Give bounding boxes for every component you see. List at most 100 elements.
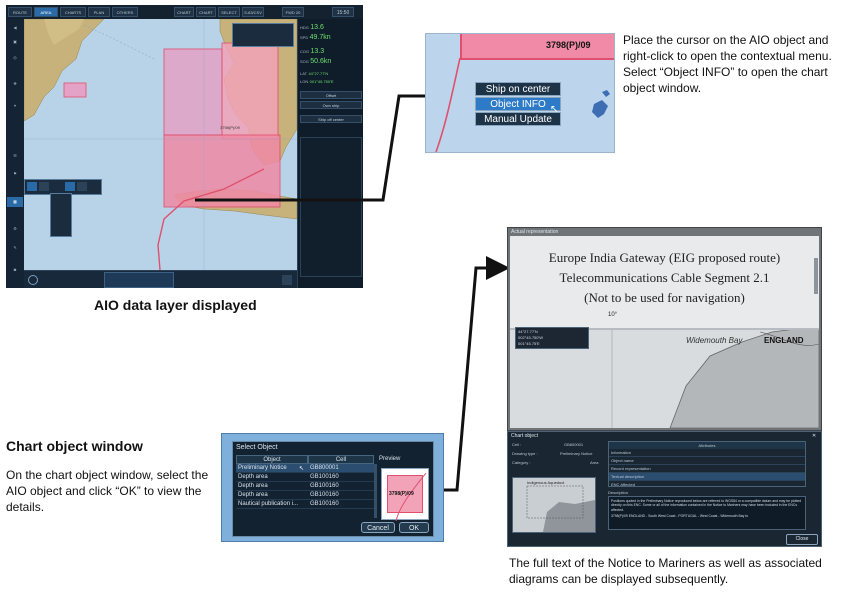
left-tool-1[interactable]: ◀	[13, 25, 17, 30]
row-object-1[interactable]: Depth area	[236, 473, 308, 482]
thumbnail-svg	[526, 485, 595, 532]
offset-button[interactable]: Offset	[300, 91, 362, 99]
left-tool-3[interactable]: ◎	[13, 55, 17, 60]
palette-btn-3[interactable]	[65, 182, 75, 191]
objwin-title: Chart object	[511, 433, 538, 439]
ecdis-right-panel: HDG 13.6 SPD 49.7kn COG 13.3 SOG 50.6kn …	[297, 19, 363, 288]
chart-label: 3798(P)/09	[220, 125, 240, 130]
coord-lon2: 001°45.75'E	[518, 341, 540, 346]
tab-area[interactable]: AREA	[34, 7, 58, 17]
left-tool-2[interactable]: ▣	[13, 39, 17, 44]
preview-chart-label: 3798(P)/09	[389, 491, 414, 497]
nav-lon: LON 001°45.750'E	[300, 79, 334, 84]
menu-object-info[interactable]: Object INFO	[475, 97, 561, 111]
trash-icon[interactable]	[282, 275, 292, 285]
preview-label: Preview	[379, 456, 401, 462]
s63-button[interactable]: S-63/CSV	[242, 7, 264, 17]
row-cell-1[interactable]: GB100160	[308, 473, 374, 482]
aio-area-purple[interactable]	[163, 48, 223, 136]
aio-caption: AIO data layer displayed	[94, 297, 257, 313]
attr-row-selected[interactable]: Textual description	[609, 473, 805, 481]
tab-others[interactable]: OTHERS	[112, 7, 138, 17]
attr-row[interactable]: Object name	[609, 457, 805, 465]
object-thumbnail: Indigenous Aqueduct	[512, 477, 596, 533]
tab-plan[interactable]: PLAN	[88, 7, 110, 17]
aio-area-small[interactable]	[63, 82, 87, 98]
palette-btn-2[interactable]	[39, 182, 49, 191]
tab-route[interactable]: ROUTE	[8, 7, 32, 17]
attributes-header: Attributes	[609, 442, 805, 449]
ecdis-chart-view[interactable]: 3798(P)/09	[24, 19, 297, 270]
left-tool-8[interactable]: ⚙	[13, 226, 17, 231]
palette-btn-4[interactable]	[77, 182, 87, 191]
left-tool-5[interactable]: ⌖	[13, 103, 17, 108]
notice-detail-window: Actual representation Europe India Gatew…	[507, 227, 822, 431]
description-paragraph-2: 3798(P)/09 ENGLAND - South West Coast - …	[611, 514, 749, 519]
menu-manual-update[interactable]: Manual Update	[475, 112, 561, 126]
nav-spd: SPD 49.7kn	[300, 34, 331, 41]
list-scrollbar[interactable]	[374, 464, 377, 518]
row-object-4[interactable]: Nautical publication i...	[236, 500, 308, 509]
notice-scrollbar[interactable]	[814, 258, 818, 294]
palette-btn-1[interactable]	[27, 182, 37, 191]
tab-charts[interactable]: CHARTS	[60, 7, 86, 17]
info-popup	[232, 23, 294, 47]
col-cell: Cell	[308, 455, 374, 464]
select-object-dialog-frame: Select Object Object Cell Preview Prelim…	[221, 433, 444, 542]
objwin-close-icon[interactable]: ✕	[812, 433, 817, 439]
zoom-chart-label: 3798(P)/09	[546, 40, 591, 50]
ecdis-bottom-bar	[24, 270, 297, 288]
objwin-drawing-value: Preliminary Notice	[560, 451, 593, 456]
menu-ship-on-center[interactable]: Ship on center	[475, 82, 561, 96]
objwin-drawing-label: Drawing type :	[512, 451, 538, 456]
row-object-0[interactable]: Preliminary Notice	[236, 464, 308, 473]
palette-column[interactable]	[50, 193, 72, 237]
left-tool-6[interactable]: ☰	[13, 153, 17, 158]
attributes-table: Attributes Information Object name Recor…	[608, 441, 806, 487]
layer-palette[interactable]	[24, 179, 102, 195]
ship-off-center-button[interactable]: Ship off center	[300, 115, 362, 123]
nav-cog: COG 13.3	[300, 48, 325, 55]
row-cell-0[interactable]: GB800001	[308, 464, 374, 473]
cancel-button[interactable]: Cancel	[361, 522, 395, 533]
country-label: ENGLAND	[764, 336, 804, 345]
left-tool-7[interactable]: ⚑	[13, 171, 17, 176]
nav-sog: SOG 50.6kn	[300, 58, 332, 65]
degree-label: 10°	[608, 312, 618, 318]
description-text: Positions quoted in the Preliminary Noti…	[608, 496, 806, 530]
row-cell-2[interactable]: GB100160	[308, 482, 374, 491]
left-tool-9[interactable]: ✎	[13, 245, 17, 250]
notice-line-3: (Not to be used for navigation)	[584, 290, 745, 305]
left-tool-active[interactable]: ▦	[7, 197, 23, 207]
camera-icon[interactable]: ◙	[13, 267, 17, 272]
ecdis-screen: ROUTE AREA CHARTS PLAN OTHERS CHART ONLY…	[6, 5, 363, 288]
preview-route-svg	[395, 472, 427, 521]
ecdis-chart-svg	[24, 19, 297, 270]
row-cell-3[interactable]: GB100160	[308, 491, 374, 500]
detail-header: Actual representation	[511, 229, 559, 235]
thumbnail-label: Indigenous Aqueduct	[527, 480, 565, 485]
attr-row[interactable]: Record representation	[609, 465, 805, 473]
cursor-icon: ↖	[299, 466, 305, 472]
description-label: Description	[608, 490, 629, 495]
col-object: Object	[236, 455, 308, 464]
aio-area-zoom[interactable]	[460, 34, 614, 60]
objwin-category-label: Category :	[512, 460, 531, 465]
clock: 15:50	[332, 7, 354, 17]
place-label: Widemouth Bay	[686, 336, 743, 345]
coordinate-box: 44°27.77'N 002°45.750'W 001°45.75'E	[515, 327, 589, 349]
row-object-2[interactable]: Depth area	[236, 482, 308, 491]
left-tool-4[interactable]: ✥	[13, 81, 17, 86]
row-object-3[interactable]: Depth area	[236, 491, 308, 500]
ok-button[interactable]: OK	[399, 522, 429, 533]
attr-row[interactable]: ENC Affected	[611, 482, 635, 487]
own-ship-button[interactable]: Own ship	[300, 101, 362, 109]
aio-area-east[interactable]	[221, 42, 279, 140]
alert-message[interactable]	[104, 272, 174, 288]
instruction-full-text: The full text of the Notice to Mariners …	[509, 556, 822, 586]
close-button[interactable]: Close	[786, 534, 818, 545]
attr-row[interactable]: Information	[609, 449, 805, 457]
row-cell-4[interactable]: GB100160	[308, 500, 374, 509]
select-object-dialog: Select Object Object Cell Preview Prelim…	[232, 441, 434, 537]
refresh-icon[interactable]	[28, 275, 38, 285]
